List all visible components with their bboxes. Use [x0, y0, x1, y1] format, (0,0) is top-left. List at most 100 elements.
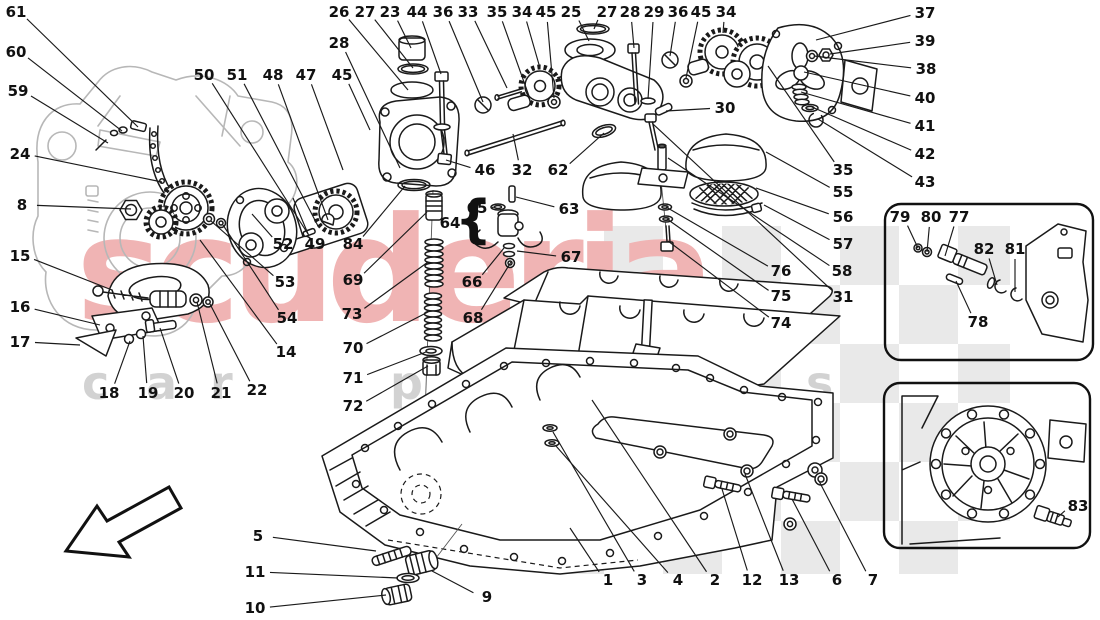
callout-73: 73	[341, 305, 363, 323]
callout-54: 54	[276, 309, 298, 327]
callout-25: 25	[560, 3, 582, 21]
callout-2: 2	[709, 571, 721, 589]
callout-37: 37	[914, 4, 936, 22]
callout-5: 5	[252, 527, 264, 545]
callout-59: 59	[7, 82, 29, 100]
watermark-letter: r	[210, 356, 233, 410]
callout-1: 1	[602, 571, 614, 589]
callout-65: 65	[466, 199, 488, 217]
callout-41: 41	[914, 117, 936, 135]
callout-57: 57	[832, 235, 854, 253]
callout-17: 17	[9, 333, 31, 351]
callout-19: 19	[137, 384, 159, 402]
callout-8: 8	[16, 196, 28, 214]
callout-22: 22	[246, 381, 268, 399]
callout-26: 26	[328, 3, 350, 21]
callout-63: 63	[558, 200, 580, 218]
watermark-letter: c	[82, 356, 110, 410]
callout-28: 28	[328, 34, 350, 52]
callout-77: 77	[948, 208, 970, 226]
callout-35: 35	[486, 3, 508, 21]
group-64-brace: {	[455, 190, 493, 250]
timing-chain-sprockets	[119, 125, 227, 240]
callout-24: 24	[9, 145, 31, 163]
callout-43: 43	[914, 173, 936, 191]
callout-45: 45	[690, 3, 712, 21]
callout-45: 45	[535, 3, 557, 21]
callout-29: 29	[643, 3, 665, 21]
callout-6: 6	[831, 571, 843, 589]
callout-64: 64	[439, 214, 461, 232]
callout-56: 56	[832, 208, 854, 226]
callout-11: 11	[244, 563, 266, 581]
callout-61: 61	[5, 3, 27, 21]
callout-84: 84	[342, 235, 364, 253]
callout-31: 31	[832, 288, 854, 306]
callout-52: 52	[272, 235, 294, 253]
callout-14: 14	[275, 343, 297, 361]
sump-hardware	[371, 424, 828, 606]
callout-10: 10	[244, 599, 266, 617]
callout-79: 79	[889, 208, 911, 226]
callout-32: 32	[511, 161, 533, 179]
callout-23: 23	[379, 3, 401, 21]
callout-36: 36	[667, 3, 689, 21]
camshaft-bolt-washers	[95, 120, 148, 151]
callout-27: 27	[354, 3, 376, 21]
callout-28: 28	[619, 3, 641, 21]
watermark-letter: p	[390, 356, 423, 410]
callout-50: 50	[193, 66, 215, 84]
scavenge-pump-cover	[723, 23, 845, 128]
oil-pump-centre	[378, 35, 610, 192]
oil-strainer-domes	[581, 123, 767, 252]
callout-70: 70	[342, 339, 364, 357]
oil-pump-left	[226, 182, 369, 269]
callout-68: 68	[462, 309, 484, 327]
callout-33: 33	[457, 3, 479, 21]
callout-51: 51	[226, 66, 248, 84]
callout-20: 20	[173, 384, 195, 402]
callout-82: 82	[973, 240, 995, 258]
bypass-valve	[472, 185, 543, 269]
callout-66: 66	[461, 273, 483, 291]
chain-tensioner	[75, 262, 214, 357]
callout-34: 34	[715, 3, 737, 21]
callout-leader-lines	[26, 14, 1066, 608]
inset-box-gearbox	[882, 381, 1092, 550]
callout-9: 9	[481, 588, 493, 606]
watermark-letter: a	[146, 356, 178, 410]
callout-72: 72	[342, 397, 364, 415]
callout-7: 7	[867, 571, 879, 589]
callout-69: 69	[342, 271, 364, 289]
callout-12: 12	[741, 571, 763, 589]
callout-3: 3	[636, 571, 648, 589]
callout-83: 83	[1067, 497, 1089, 515]
callout-35: 35	[832, 161, 854, 179]
callout-44: 44	[406, 3, 428, 21]
callout-38: 38	[915, 60, 937, 78]
callout-74: 74	[770, 314, 792, 332]
callout-42: 42	[914, 145, 936, 163]
callout-34: 34	[511, 3, 533, 21]
callout-36: 36	[432, 3, 454, 21]
callout-78: 78	[967, 313, 989, 331]
callout-55: 55	[832, 183, 854, 201]
callout-45: 45	[331, 66, 353, 84]
direction-arrow	[63, 484, 184, 559]
callout-39: 39	[914, 32, 936, 50]
callout-60: 60	[5, 43, 27, 61]
callout-49: 49	[304, 235, 326, 253]
callout-47: 47	[295, 66, 317, 84]
callout-58: 58	[831, 262, 853, 280]
callout-46: 46	[474, 161, 496, 179]
callout-18: 18	[98, 384, 120, 402]
callout-21: 21	[210, 384, 232, 402]
callout-48: 48	[262, 66, 284, 84]
inset-box-sensor	[883, 202, 1095, 362]
callout-15: 15	[9, 247, 31, 265]
relief-valve-stack	[419, 189, 444, 501]
callout-80: 80	[920, 208, 942, 226]
callout-40: 40	[914, 89, 936, 107]
